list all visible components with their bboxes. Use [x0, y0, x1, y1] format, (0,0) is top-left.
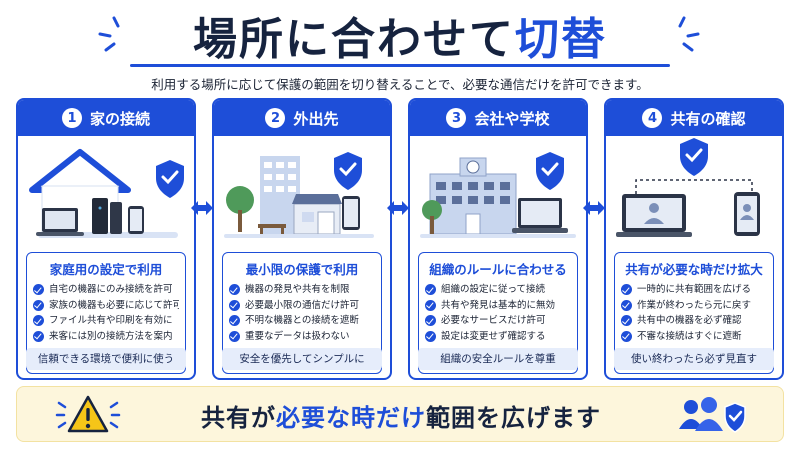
banner-message: 共有が必要な時だけ範囲を広げます: [201, 403, 601, 432]
list-item: 不審な接続はすぐに遮断: [621, 329, 767, 345]
school-illustration-icon: [420, 152, 576, 238]
list-item: 重要なデータは扱わない: [229, 329, 375, 345]
list-item: 必要最小限の通信だけ許可: [229, 298, 375, 314]
check-icon: [425, 284, 436, 296]
list-item: 共有や発見は基本的に無効: [425, 298, 571, 314]
card-footer: 安全を優先してシンプルに: [222, 348, 382, 370]
list-item: 設定は変更せず確認する: [425, 329, 571, 345]
check-icon: [33, 299, 44, 311]
card-home: 1 家の接続 家庭用の設定で利用 自宅の機器にのみ接続を許可 家族の機器も必要に…: [16, 98, 196, 380]
check-list: 機器の発見や共有を制限 必要最小限の通信だけ許可 不明な機器との接続を遮断 重要…: [223, 282, 381, 344]
list-item: ファイル共有や印刷を有効に: [33, 313, 179, 329]
card-title: 家の接続: [89, 109, 150, 128]
list-item: 共有中の機器を必ず確認: [621, 313, 767, 329]
list-item: 一時的に共有範囲を広げる: [621, 282, 767, 298]
step-number: 2: [265, 108, 286, 128]
check-icon: [229, 330, 240, 342]
card-footer: 組織の安全ルールを尊重: [418, 348, 578, 370]
check-icon: [229, 299, 240, 311]
list-item: 不明な機器との接続を遮断: [229, 313, 375, 329]
list-item: 自宅の機器にのみ接続を許可: [33, 282, 179, 298]
house-illustration-icon: [29, 149, 184, 238]
card-title: 会社や学校: [474, 109, 550, 128]
check-icon: [621, 315, 632, 327]
list-item: 作業が終わったら元に戻す: [621, 298, 767, 314]
card-header: 3 会社や学校: [410, 100, 586, 136]
section-title: 最小限の保護で利用: [245, 262, 359, 277]
check-icon: [621, 330, 632, 342]
check-icon: [33, 330, 44, 342]
page-title: 場所に合わせて切替: [193, 14, 607, 65]
check-icon: [229, 284, 240, 296]
section-title: 家庭用の設定で利用: [49, 262, 163, 277]
double-arrow-icon: [191, 201, 213, 215]
step-number: 4: [642, 108, 663, 128]
check-icon: [425, 315, 436, 327]
check-icon: [425, 299, 436, 311]
step-number: 3: [446, 108, 467, 128]
subtitle: 利用する場所に応じて保護の範囲を切り替えることで、必要な通信だけを許可できます。: [151, 77, 649, 92]
list-item: 機器の発見や共有を制限: [229, 282, 375, 298]
card-header: 2 外出先: [214, 100, 390, 136]
check-list: 組織の設定に従って接続 共有や発見は基本的に無効 必要なサービスだけ許可 設定は…: [419, 282, 577, 344]
header: 場所に合わせて切替: [0, 4, 800, 66]
check-icon: [229, 315, 240, 327]
card-title: 外出先: [293, 109, 339, 128]
sparkle-right-icon: [678, 16, 700, 52]
check-list: 一時的に共有範囲を広げる 作業が終わったら元に戻す 共有中の機器を必ず確認 不審…: [615, 282, 773, 344]
card-outside: 2 外出先 最小限の保護で利用 機器の発見や共有を制限 必要最小限の通信だけ許可…: [212, 98, 392, 380]
check-icon: [33, 284, 44, 296]
step-number: 1: [61, 108, 82, 128]
card-footer: 信頼できる環境で便利に使う: [26, 348, 186, 370]
list-item: 家族の機器も必要に応じて許可: [33, 298, 179, 314]
list-item: 必要なサービスだけ許可: [425, 313, 571, 329]
card-header: 4 共有の確認: [606, 100, 782, 136]
shared-devices-illustration-icon: [616, 138, 760, 237]
warning-icon: [55, 395, 121, 433]
summary-banner: 共有が必要な時だけ範囲を広げます: [16, 386, 784, 442]
card-footer: 使い終わったら必ず見直す: [614, 348, 774, 370]
title-underline: [130, 64, 670, 67]
check-icon: [425, 330, 436, 342]
card-title: 共有の確認: [670, 109, 746, 128]
check-icon: [33, 315, 44, 327]
sparkle-left-icon: [98, 16, 120, 52]
double-arrow-icon: [583, 201, 605, 215]
check-list: 自宅の機器にのみ接続を許可 家族の機器も必要に応じて許可 ファイル共有や印刷を有…: [27, 282, 185, 344]
card-sharing: 4 共有の確認 共有が必要な時だけ拡大 一時的に共有範囲を広げる 作業が終わった…: [604, 98, 784, 380]
card-office-school: 3 会社や学校 組織のルールに合わせる 組織の設定に従って接続 共有や発見は基本…: [408, 98, 588, 380]
check-icon: [621, 299, 632, 311]
section-title: 共有が必要な時だけ拡大: [625, 262, 763, 277]
list-item: 来客には別の接続方法を案内: [33, 329, 179, 345]
double-arrow-icon: [387, 201, 409, 215]
city-illustration-icon: [224, 152, 374, 238]
section-title: 組織のルールに合わせる: [429, 262, 567, 277]
users-shield-icon: [679, 397, 746, 433]
check-icon: [621, 284, 632, 296]
card-header: 1 家の接続: [18, 100, 194, 136]
list-item: 組織の設定に従って接続: [425, 282, 571, 298]
